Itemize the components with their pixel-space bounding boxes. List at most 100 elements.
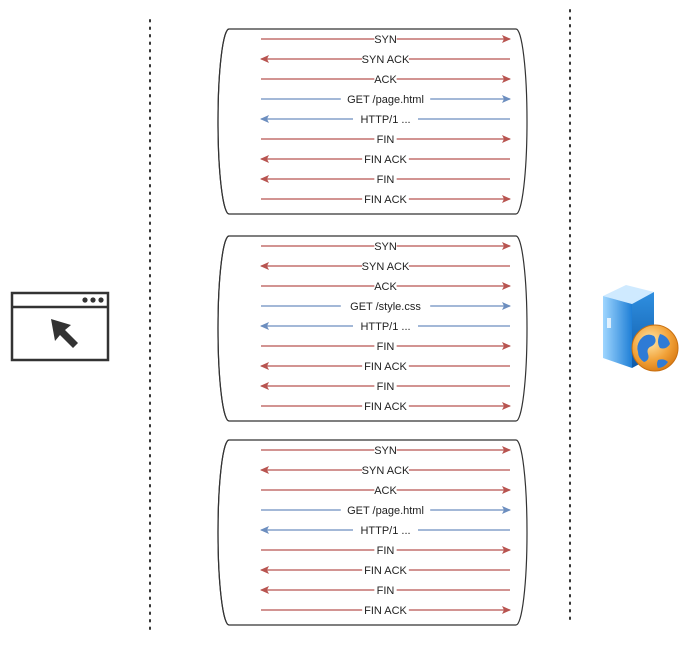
arrowhead-right — [502, 446, 511, 454]
arrowhead-left — [260, 466, 269, 474]
arrowhead-right — [502, 486, 511, 494]
message-arrow: FIN — [260, 584, 510, 597]
arrowhead-right — [502, 606, 511, 614]
message-arrow: FIN — [260, 173, 510, 186]
message-label-bg — [362, 153, 409, 165]
message-label-bg — [374, 133, 397, 145]
arrowhead-right — [502, 342, 511, 350]
arrowhead-left — [260, 115, 269, 123]
message-label: ACK — [374, 281, 397, 293]
connection-cylinder-end — [217, 439, 230, 626]
message-label: GET /page.html — [347, 505, 424, 517]
message-label: FIN ACK — [364, 401, 407, 413]
message-label-bg — [362, 360, 409, 372]
message-arrow: SYN ACK — [260, 53, 510, 66]
arrowhead-right — [502, 282, 511, 290]
message-label: SYN ACK — [362, 261, 410, 273]
message-label: HTTP/1 ... — [360, 114, 410, 126]
message-label-bg — [362, 400, 409, 412]
message-label: GET /page.html — [347, 94, 424, 106]
arrowhead-left — [260, 322, 269, 330]
message-label-bg — [362, 564, 409, 576]
message-label: SYN ACK — [362, 465, 410, 477]
connection-cylinder-end — [217, 28, 230, 215]
message-label: SYN — [374, 241, 397, 253]
arrowhead-left — [260, 566, 269, 574]
message-arrow: FIN ACK — [260, 360, 510, 373]
message-label: FIN — [377, 545, 395, 557]
arrowhead-right — [502, 242, 511, 250]
message-label-bg — [353, 524, 418, 536]
arrowhead-right — [502, 75, 511, 83]
message-label: SYN ACK — [362, 54, 410, 66]
message-arrow: FIN — [261, 544, 511, 557]
message-label: GET /style.css — [350, 301, 421, 313]
message-arrow: ACK — [261, 73, 511, 86]
message-label-bg — [340, 93, 431, 105]
arrowhead-left — [260, 362, 269, 370]
message-label: FIN ACK — [364, 565, 407, 577]
message-arrow: FIN ACK — [261, 400, 511, 413]
web-server-globe-icon — [603, 285, 679, 372]
message-arrow: FIN ACK — [261, 604, 511, 617]
message-arrow: FIN ACK — [260, 564, 510, 577]
arrowhead-left — [260, 55, 269, 63]
message-arrow: SYN — [261, 444, 511, 457]
message-arrow: SYN — [261, 240, 511, 253]
arrowhead-right — [502, 302, 511, 310]
message-label: FIN — [377, 381, 395, 393]
arrowhead-right — [502, 195, 511, 203]
message-arrow: HTTP/1 ... — [260, 320, 510, 333]
message-label: ACK — [374, 485, 397, 497]
message-label: FIN — [377, 174, 395, 186]
message-label: FIN ACK — [364, 154, 407, 166]
message-label: SYN — [374, 34, 397, 46]
connection-cylinder-end — [217, 235, 230, 422]
message-arrow: FIN — [261, 340, 511, 353]
arrowhead-right — [502, 35, 511, 43]
message-label: FIN — [377, 134, 395, 146]
browser-window-cursor-icon — [10, 291, 110, 362]
message-label: FIN — [377, 341, 395, 353]
message-arrow: GET /page.html — [261, 93, 511, 106]
arrowhead-left — [260, 262, 269, 270]
message-label: ACK — [374, 74, 397, 86]
arrowhead-left — [260, 155, 269, 163]
message-arrow: HTTP/1 ... — [260, 524, 510, 537]
message-label-bg — [340, 300, 431, 312]
message-label-bg — [374, 340, 397, 352]
message-label-bg — [374, 173, 397, 185]
message-label: FIN ACK — [364, 361, 407, 373]
message-arrow: HTTP/1 ... — [260, 113, 510, 126]
message-label-bg — [374, 240, 397, 252]
message-label-bg — [340, 504, 431, 516]
message-label-bg — [374, 444, 397, 456]
message-label-bg — [374, 73, 397, 85]
arrowhead-left — [260, 526, 269, 534]
arrowhead-left — [260, 175, 269, 183]
message-label-bg — [374, 484, 397, 496]
message-label-bg — [353, 320, 418, 332]
arrowhead-right — [502, 135, 511, 143]
message-arrow: FIN ACK — [260, 153, 510, 166]
message-arrow: SYN ACK — [260, 260, 510, 273]
message-label-bg — [362, 53, 409, 65]
message-label: FIN ACK — [364, 605, 407, 617]
message-label-bg — [353, 113, 418, 125]
message-arrow: ACK — [261, 484, 511, 497]
message-arrow: FIN ACK — [261, 193, 511, 206]
message-label: FIN ACK — [364, 194, 407, 206]
message-label-bg — [374, 33, 397, 45]
arrowhead-right — [502, 402, 511, 410]
message-label-bg — [362, 604, 409, 616]
arrowhead-right — [502, 506, 511, 514]
message-label-bg — [374, 380, 397, 392]
message-arrow: ACK — [261, 280, 511, 293]
message-arrow: FIN — [260, 380, 510, 393]
message-label-bg — [362, 193, 409, 205]
